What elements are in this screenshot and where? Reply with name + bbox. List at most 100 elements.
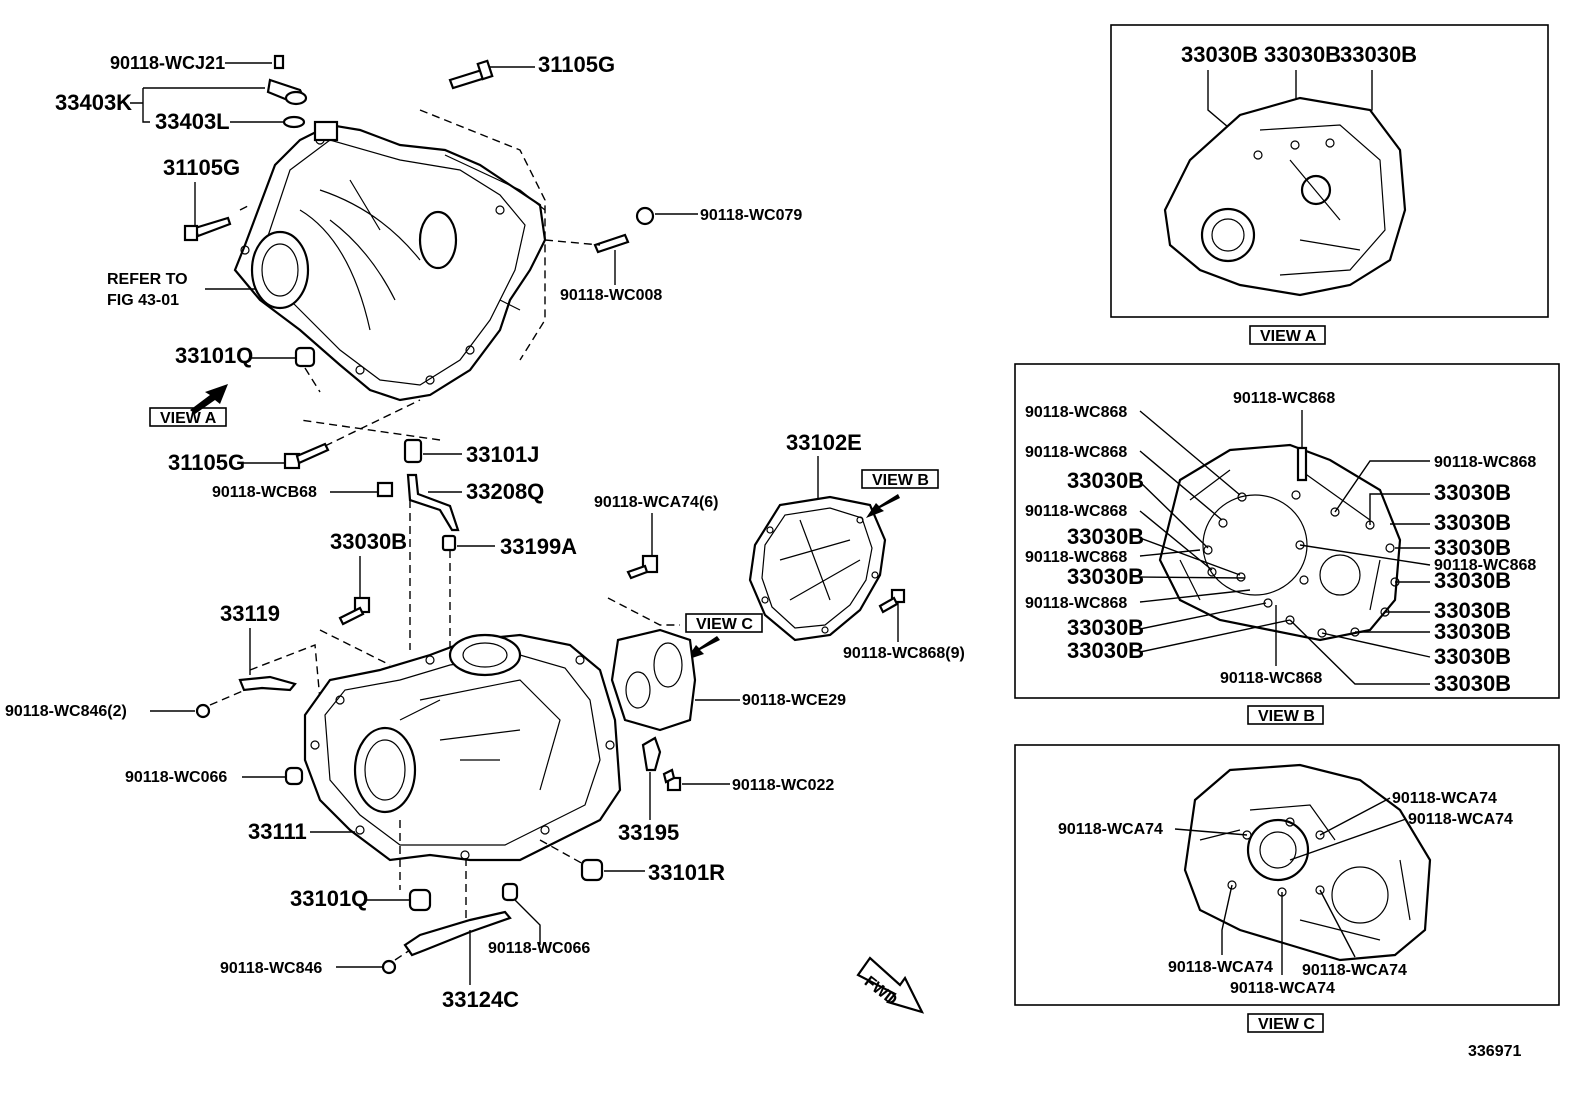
view-a-tag-text: VIEW A bbox=[160, 410, 217, 427]
label-33195: 33195 bbox=[618, 820, 679, 845]
bolt-wc868-9 bbox=[878, 588, 906, 614]
view-b-left-label-5: 33030B bbox=[1067, 524, 1144, 549]
view-b-right-label-7: 33030B bbox=[1434, 598, 1511, 623]
view-a-label-2: 33030B bbox=[1264, 42, 1341, 67]
bolt-33030b bbox=[338, 596, 371, 626]
view-b-right-label-5: 90118-WC868 bbox=[1434, 557, 1536, 574]
view-b-right-label-10: 33030B bbox=[1434, 671, 1511, 696]
view-b-tag bbox=[861, 469, 939, 489]
refer-to-line1: REFER TO bbox=[107, 271, 188, 288]
view-b-arrow-icon bbox=[866, 494, 900, 518]
view-a-tag bbox=[149, 407, 227, 427]
view-b-housing bbox=[1158, 443, 1402, 642]
view-b-left-label-3: 33030B bbox=[1067, 468, 1144, 493]
view-a-arrow-icon bbox=[190, 384, 228, 414]
transmission-case-33111 bbox=[303, 633, 622, 862]
view-c-arrow-icon bbox=[686, 636, 720, 660]
label-90118-wca74-6: 90118-WCA74(6) bbox=[594, 494, 719, 511]
view-c-caption-box bbox=[1247, 1013, 1324, 1033]
label-33403k: 33403K bbox=[55, 90, 132, 115]
view-b-left-label-10: 33030B bbox=[1067, 638, 1144, 663]
label-90118-wc846-2: 90118-WC846(2) bbox=[5, 703, 127, 720]
view-b-left-label-8: 90118-WC868 bbox=[1025, 595, 1127, 612]
view-b-right-label-4: 33030B bbox=[1434, 535, 1511, 560]
label-33119: 33119 bbox=[220, 601, 280, 626]
bolt-wc846-2 bbox=[195, 703, 211, 719]
view-b-caption-box bbox=[1247, 705, 1324, 725]
plug-33101q-top bbox=[294, 346, 316, 368]
label-31105g-left: 31105G bbox=[163, 155, 240, 180]
view-b-left-label-4: 90118-WC868 bbox=[1025, 503, 1127, 520]
view-c-caption: VIEW C bbox=[1258, 1016, 1315, 1033]
plug-33101r bbox=[580, 858, 604, 882]
gasket-wce29 bbox=[610, 628, 697, 732]
label-90118-wc846: 90118-WC846 bbox=[220, 960, 322, 977]
bolt-31105g-top bbox=[448, 59, 494, 90]
label-90118-wc022: 90118-WC022 bbox=[732, 777, 834, 794]
bracket-33119 bbox=[238, 675, 297, 692]
view-b-right-label-3: 33030B bbox=[1434, 510, 1511, 535]
bolt-31105g-mid bbox=[283, 442, 330, 470]
view-c-label-6: 90118-WCA74 bbox=[1230, 980, 1335, 997]
label-90118-wcj21: 90118-WCJ21 bbox=[110, 53, 225, 73]
pin-wc066-left bbox=[284, 766, 304, 786]
label-90118-wc008: 90118-WC008 bbox=[560, 287, 662, 304]
view-c-tag-text: VIEW C bbox=[696, 616, 753, 633]
label-33124c: 33124C bbox=[442, 987, 519, 1012]
label-33403l: 33403L bbox=[155, 109, 230, 134]
pin-wc066-bottom bbox=[501, 882, 519, 902]
clutch-housing-upper bbox=[233, 120, 547, 402]
label-33102e: 33102E bbox=[786, 430, 862, 455]
view-a-caption: VIEW A bbox=[1260, 328, 1317, 345]
view-b-tag-text: VIEW B bbox=[872, 472, 929, 489]
view-a-label-1: 33030B bbox=[1181, 42, 1258, 67]
view-b-right-label-1: 90118-WC868 bbox=[1434, 454, 1536, 471]
view-b-left-label-7: 33030B bbox=[1067, 564, 1144, 589]
view-a-housing bbox=[1163, 96, 1407, 297]
label-33030b-mid: 33030B bbox=[330, 529, 407, 554]
view-a-label-3: 33030B bbox=[1340, 42, 1417, 67]
housing-33102e bbox=[748, 495, 887, 642]
view-b-right-label-2: 33030B bbox=[1434, 480, 1511, 505]
label-33101r: 33101R bbox=[648, 860, 725, 885]
drain-plug-assembly bbox=[266, 54, 308, 129]
view-b-box bbox=[1014, 363, 1560, 699]
refer-to-line2: FIG 43-01 bbox=[107, 292, 179, 309]
view-b-right-label-8: 33030B bbox=[1434, 619, 1511, 644]
label-33199a: 33199A bbox=[500, 534, 577, 559]
view-b-top-label: 90118-WC868 bbox=[1233, 390, 1335, 407]
bolt-wca74 bbox=[626, 554, 659, 580]
label-33208q: 33208Q bbox=[466, 479, 544, 504]
bolt-31105g-left bbox=[183, 216, 232, 242]
label-90118-wc079: 90118-WC079 bbox=[700, 207, 802, 224]
bolt-wc022 bbox=[662, 768, 682, 792]
view-b-left-label-2: 90118-WC868 bbox=[1025, 444, 1127, 461]
view-c-label-2: 90118-WCA74 bbox=[1058, 821, 1163, 838]
view-b-caption: VIEW B bbox=[1258, 708, 1315, 725]
view-c-box bbox=[1014, 744, 1560, 1006]
label-33111: 33111 bbox=[248, 819, 307, 844]
label-90118-wc868-9: 90118-WC868(9) bbox=[843, 645, 965, 662]
stud-and-nut bbox=[593, 206, 655, 254]
view-b-left-label-6: 90118-WC868 bbox=[1025, 549, 1127, 566]
view-b-left-label-1: 90118-WC868 bbox=[1025, 404, 1127, 421]
view-b-right-label-9: 33030B bbox=[1434, 644, 1511, 669]
bracket-33124c bbox=[403, 910, 512, 957]
view-a-caption-box bbox=[1249, 325, 1326, 345]
label-33101q-bottom: 33101Q bbox=[290, 886, 368, 911]
view-c-label-1: 90118-WCA74 bbox=[1392, 790, 1497, 807]
label-31105g-mid: 31105G bbox=[168, 450, 245, 475]
label-31105g-top: 31105G bbox=[538, 52, 615, 77]
view-a-box bbox=[1110, 24, 1549, 318]
view-b-bottom-label: 90118-WC868 bbox=[1220, 670, 1322, 687]
figure-number: 336971 bbox=[1468, 1043, 1521, 1060]
view-c-label-5: 90118-WCA74 bbox=[1302, 962, 1407, 979]
label-33101q-top: 33101Q bbox=[175, 343, 253, 368]
view-c-housing bbox=[1183, 763, 1432, 962]
view-b-left-label-9: 33030B bbox=[1067, 615, 1144, 640]
fwd-arrow-icon: FWD bbox=[856, 956, 925, 1014]
view-b-right-label-6: 33030B bbox=[1434, 568, 1511, 593]
bolt-wc846 bbox=[381, 959, 397, 975]
